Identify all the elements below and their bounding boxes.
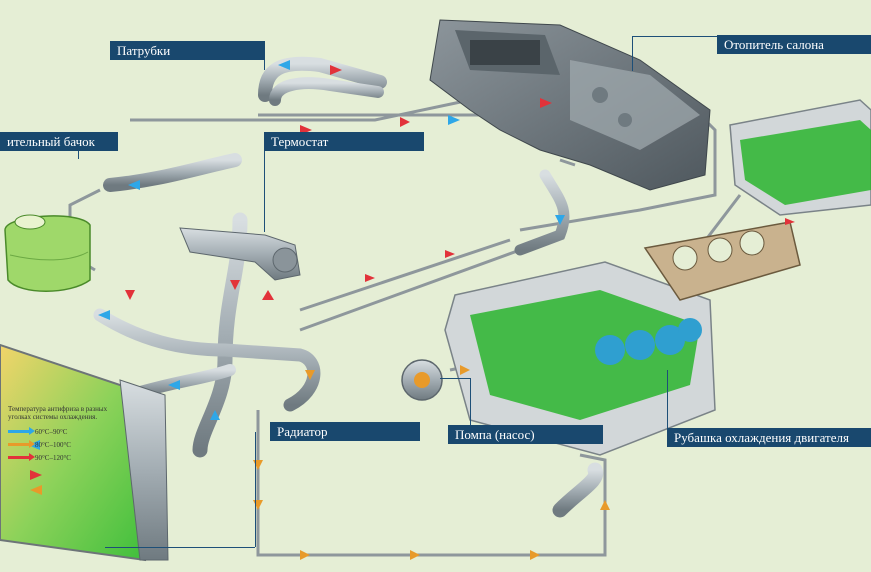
leader-pump-h [440,378,470,379]
temperature-legend: Температура антифриза в разных уголках с… [8,405,108,464]
head-gasket [643,221,801,301]
arrow-blue-icon [8,427,35,435]
legend-label: 60°С–90°С [35,427,68,436]
leader-radiator-h [105,547,255,548]
label-engine-jacket: Рубашка охлаждения двигателя [667,428,871,447]
leader-heater [632,36,717,37]
leader-jacket [667,370,668,428]
upper-hoses [93,56,604,518]
label-hoses: Патрубки [110,41,265,60]
legend-item-cold: 60°С–90°С [8,425,108,438]
expansion-tank [4,214,91,292]
legend-item-warm: 80°С–100°С [8,438,108,451]
legend-title: Температура антифриза в разных уголках с… [8,405,108,421]
arrow-orange-icon [8,440,35,448]
label-radiator: Радиатор [270,422,420,441]
thermostat-housing [179,227,301,281]
leader-thermostat [264,132,265,232]
label-thermostat: Термостат [264,132,424,151]
cylinder-head [729,99,871,216]
legend-label: 90°С–120°С [35,453,71,462]
radiator [0,343,169,562]
legend-item-hot: 90°С–120°С [8,451,108,464]
label-heater: Отопитель салона [717,35,871,54]
engine-block [444,261,716,456]
leader-radiator [255,432,256,547]
heater-core [429,19,711,191]
leader-hoses-down [264,50,265,70]
legend-label: 80°С–100°С [35,440,71,449]
leader-heater-down [632,36,633,71]
label-pump: Помпа (насос) [448,425,603,444]
water-pump [401,359,443,401]
arrow-red-icon [8,453,35,461]
leader-pump [470,378,471,435]
label-expansion-tank: ительный бачок [0,132,118,151]
